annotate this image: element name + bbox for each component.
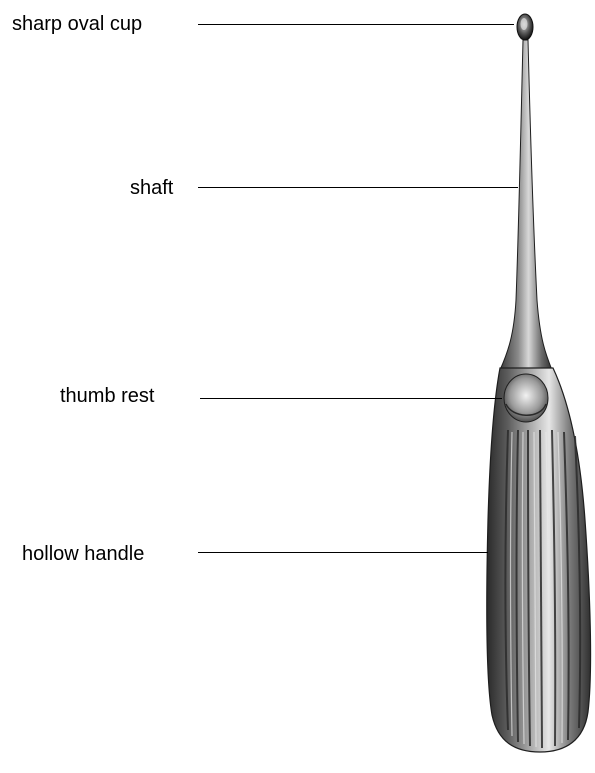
label-sharp-oval-cup: sharp oval cup <box>12 13 142 35</box>
label-thumb-rest: thumb rest <box>60 385 154 407</box>
leader-line-shaft <box>198 187 518 188</box>
shaft <box>500 40 552 370</box>
label-shaft: shaft <box>130 177 173 199</box>
label-hollow-handle: hollow handle <box>22 543 144 565</box>
leader-line-handle <box>198 552 488 553</box>
leader-line-cup <box>198 24 514 25</box>
handle <box>487 368 591 752</box>
leader-line-thumb-rest <box>200 398 502 399</box>
